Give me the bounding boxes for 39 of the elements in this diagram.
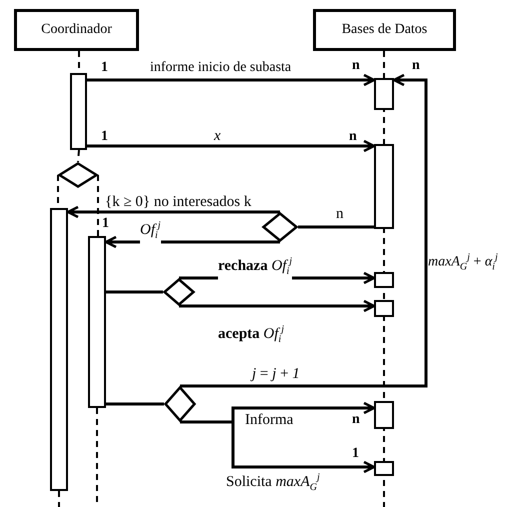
arrow (179, 300, 376, 312)
connector (77, 150, 80, 162)
multiplicity-label: 1 (101, 129, 108, 145)
decision-diamond (58, 162, 98, 188)
activation-bar (374, 144, 394, 229)
multiplicity-label: n (349, 129, 357, 145)
edge-label: j = j + 1 (252, 366, 300, 382)
arrow (87, 140, 376, 152)
multiplicity-label: n (352, 412, 360, 428)
connector (106, 402, 164, 406)
multiplicity-label: 1 (352, 446, 359, 462)
arrow (66, 206, 280, 218)
multiplicity-label: 1 (102, 216, 109, 232)
connector (298, 226, 374, 228)
arrow (180, 74, 428, 388)
arrow (87, 74, 376, 86)
multiplicity-label: n (352, 58, 360, 74)
activation-bar (70, 73, 87, 150)
activation-bar (374, 272, 394, 288)
decision-diamond (262, 212, 298, 242)
connector (97, 175, 99, 236)
activation-bar (88, 236, 106, 408)
activation-bar (50, 208, 68, 491)
decision-diamond (164, 386, 196, 422)
activation-bar (374, 461, 394, 476)
multiplicity-label: 1 (101, 60, 108, 76)
activation-bar (374, 300, 394, 317)
participant-box (14, 9, 139, 51)
participant-name: Coordinador (41, 22, 112, 38)
arrow (180, 420, 376, 474)
participant-box (313, 9, 456, 51)
multiplicity-label: n (412, 58, 420, 74)
arrow (104, 236, 280, 248)
connector (106, 290, 163, 294)
decision-diamond (163, 278, 195, 306)
edge-label: {k ≥ 0} no interesados k (105, 194, 252, 210)
activation-bar (374, 401, 394, 429)
participant-name: Bases de Datos (342, 22, 428, 38)
activation-bar (374, 78, 394, 110)
